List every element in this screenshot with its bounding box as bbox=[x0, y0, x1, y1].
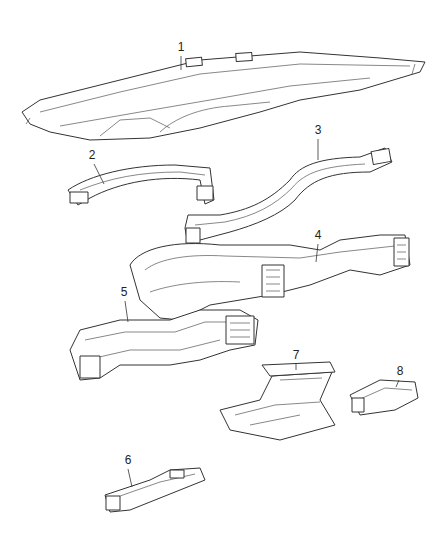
lower-duct bbox=[70, 310, 258, 380]
floor-duct bbox=[105, 468, 205, 512]
small-duct bbox=[350, 380, 418, 415]
callout-number: 4 bbox=[313, 228, 324, 242]
leader-lines bbox=[94, 56, 399, 487]
callout-number: 5 bbox=[119, 285, 130, 299]
left-duct bbox=[68, 165, 214, 205]
callout-number: 1 bbox=[176, 40, 187, 54]
callout-number: 2 bbox=[87, 148, 98, 162]
panel-duct bbox=[22, 52, 425, 140]
callout-number: 8 bbox=[395, 364, 406, 378]
main-duct bbox=[130, 235, 410, 320]
callout-number: 7 bbox=[291, 348, 302, 362]
long-duct bbox=[185, 148, 392, 245]
center-duct bbox=[220, 362, 335, 440]
callout-number: 3 bbox=[313, 123, 324, 137]
callout-number: 6 bbox=[123, 453, 134, 467]
